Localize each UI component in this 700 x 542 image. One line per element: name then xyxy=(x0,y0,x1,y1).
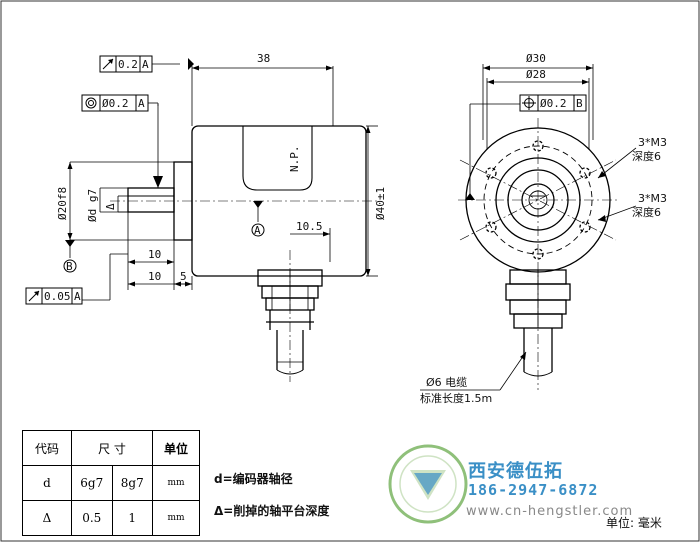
cable-label-2: 标准长度1.5m xyxy=(420,391,492,405)
coaxial-value: Ø0.2 xyxy=(102,97,129,110)
tolerance-frame-coaxial xyxy=(81,94,149,112)
dim-shaft-dia: Ø20f8 xyxy=(56,187,69,220)
parallel-value: 0.2 xyxy=(118,58,138,71)
table-cell-unit: mm xyxy=(152,500,200,536)
dim-30: Ø30 xyxy=(526,52,546,65)
callout-m3-upper-2: 深度6 xyxy=(632,149,661,163)
table-header-row: 代码 尺 寸 单位 xyxy=(22,430,200,466)
dim-delta: Δ xyxy=(104,203,117,210)
dim-10-total: 10 xyxy=(148,270,161,283)
position-value: Ø0.2 xyxy=(540,97,567,110)
table-header-unit: 单位 xyxy=(152,430,200,466)
brand-phone: 186-2947-6872 xyxy=(468,481,599,499)
note-delta: Δ=削掉的轴平台深度 xyxy=(214,504,330,518)
dim-d: Ød g7 xyxy=(86,189,99,222)
table-header-size: 尺 寸 xyxy=(71,430,153,466)
table-cell-v1: 6g7 xyxy=(71,465,113,501)
callout-m3-lower-1: 3*M3 xyxy=(638,192,667,205)
table-cell-v2: 8g7 xyxy=(111,465,153,501)
dimension-table: 代码 尺 寸 单位 d 6g7 8g7 mm Δ 0.5 1 mm xyxy=(22,430,200,536)
dim-5: 5 xyxy=(180,270,187,283)
tolerance-frame-position xyxy=(519,94,587,112)
tolerance-frame-runout xyxy=(25,287,83,305)
runout-datum: A xyxy=(74,290,81,303)
brand-url[interactable]: www.cn-hengstler.com xyxy=(466,504,634,519)
brand-logo xyxy=(388,444,468,524)
cable-label-1: Ø6 电缆 xyxy=(426,376,467,389)
position-datum: B xyxy=(576,97,583,110)
table-row: Δ 0.5 1 mm xyxy=(22,500,200,536)
dim-10-5: 10.5 xyxy=(296,220,323,233)
dim-10-shaft: 10 xyxy=(148,248,161,261)
parallel-datum: A xyxy=(142,58,149,71)
datum-a-label: A xyxy=(254,224,261,237)
table-cell-code: Δ xyxy=(22,500,72,536)
table-row: d 6g7 8g7 mm xyxy=(22,465,200,501)
table-header-code: 代码 xyxy=(22,430,72,466)
table-cell-code: d xyxy=(22,465,72,501)
tolerance-frame-parallel xyxy=(99,55,153,73)
nameplate-label: N.P. xyxy=(288,146,301,173)
brand-name: 西安德伍拓 xyxy=(468,461,563,482)
runout-value: 0.05 xyxy=(44,290,71,303)
coaxial-datum: A xyxy=(138,97,145,110)
callout-m3-upper-1: 3*M3 xyxy=(638,136,667,149)
note-d: d=编码器轴径 xyxy=(214,472,293,486)
table-cell-v1: 0.5 xyxy=(71,500,113,536)
dim-28: Ø28 xyxy=(526,68,546,81)
datum-b-label: B xyxy=(66,260,73,273)
table-cell-v2: 1 xyxy=(111,500,153,536)
table-cell-unit: mm xyxy=(152,465,200,501)
dim-length: 38 xyxy=(257,52,270,65)
front-dimensions xyxy=(420,64,637,391)
callout-m3-lower-2: 深度6 xyxy=(632,205,661,219)
side-dimensions xyxy=(69,63,378,301)
unit-label: 单位: 毫米 xyxy=(606,516,662,530)
dim-body-dia: Ø40±1 xyxy=(374,187,387,220)
